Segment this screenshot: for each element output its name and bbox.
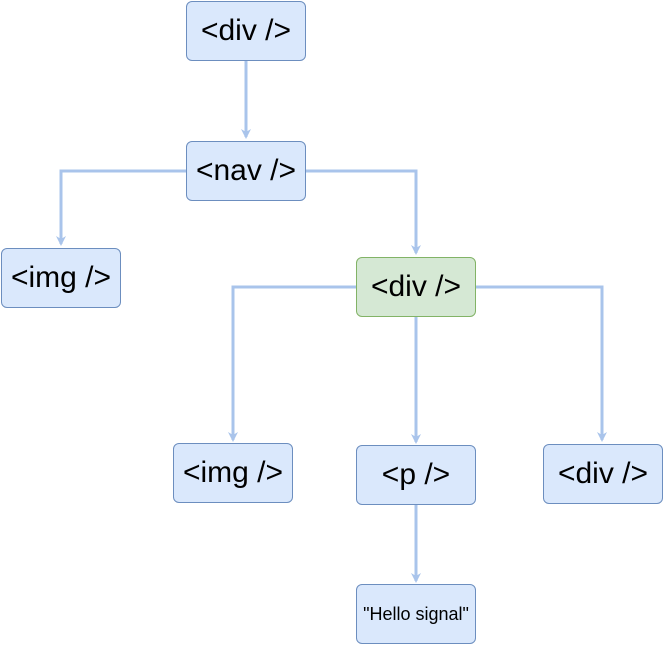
edge-div-to-img [228, 285, 356, 442]
node-nav[interactable]: <nav /> [186, 141, 306, 201]
node-root-div[interactable]: <div /> [186, 1, 306, 61]
node-inner-img[interactable]: <img /> [173, 443, 293, 503]
node-nav-img[interactable]: <img /> [1, 248, 121, 308]
edge-nav-to-div [306, 169, 421, 255]
node-text[interactable]: "Hello signal" [356, 584, 476, 644]
edge-nav-to-img [56, 169, 186, 246]
node-p[interactable]: <p /> [356, 445, 476, 505]
edge-div-to-leaf-div [475, 285, 607, 442]
node-leaf-div[interactable]: <div /> [543, 444, 663, 504]
node-inner-div[interactable]: <div /> [356, 257, 476, 317]
